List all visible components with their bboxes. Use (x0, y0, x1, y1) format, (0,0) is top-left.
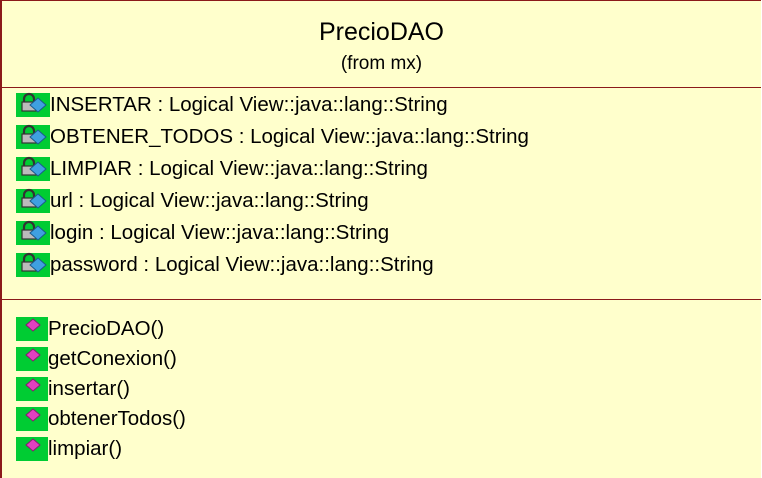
class-package-note: (from mx) (340, 53, 423, 74)
attributes-compartment: INSERTAR : Logical View::java::lang::Str… (2, 87, 761, 300)
attribute-row[interactable]: url : Logical View::java::lang::String (16, 187, 369, 215)
attribute-label: password : Logical View::java::lang::Str… (50, 253, 434, 276)
private-attribute-icon (16, 92, 50, 118)
operation-row[interactable]: limpiar() (16, 435, 122, 463)
attribute-row[interactable]: INSERTAR : Logical View::java::lang::Str… (16, 91, 448, 119)
public-operation-icon (16, 376, 48, 402)
attribute-label: url : Logical View::java::lang::String (50, 189, 369, 212)
attribute-label: login : Logical View::java::lang::String (50, 221, 390, 244)
operation-label: limpiar() (48, 437, 123, 460)
attribute-row[interactable]: login : Logical View::java::lang::String (16, 219, 389, 247)
attribute-label: INSERTAR : Logical View::java::lang::Str… (50, 93, 448, 116)
private-attribute-icon (16, 188, 50, 214)
public-operation-icon (16, 316, 48, 342)
operation-label: getConexion() (48, 347, 177, 370)
operation-row[interactable]: obtenerTodos() (16, 405, 186, 433)
operation-label: insertar() (48, 377, 131, 400)
public-operation-icon (16, 406, 48, 432)
private-attribute-icon (16, 124, 50, 150)
attribute-label: OBTENER_TODOS : Logical View::java::lang… (50, 125, 529, 148)
private-attribute-icon (16, 252, 50, 278)
operation-row[interactable]: PrecioDAO() (16, 315, 164, 343)
class-name-compartment: PrecioDAO (from mx) (2, 1, 761, 88)
class-name: PrecioDAO (318, 18, 445, 46)
operation-label: PrecioDAO() (48, 317, 165, 340)
attribute-row[interactable]: LIMPIAR : Logical View::java::lang::Stri… (16, 155, 428, 183)
attribute-row[interactable]: password : Logical View::java::lang::Str… (16, 251, 434, 279)
operation-row[interactable]: getConexion() (16, 345, 177, 373)
attribute-label: LIMPIAR : Logical View::java::lang::Stri… (50, 157, 428, 180)
attribute-row[interactable]: OBTENER_TODOS : Logical View::java::lang… (16, 123, 529, 151)
private-attribute-icon (16, 156, 50, 182)
operation-label: obtenerTodos() (48, 407, 186, 430)
private-attribute-icon (16, 220, 50, 246)
public-operation-icon (16, 436, 48, 462)
operation-row[interactable]: insertar() (16, 375, 130, 403)
public-operation-icon (16, 346, 48, 372)
